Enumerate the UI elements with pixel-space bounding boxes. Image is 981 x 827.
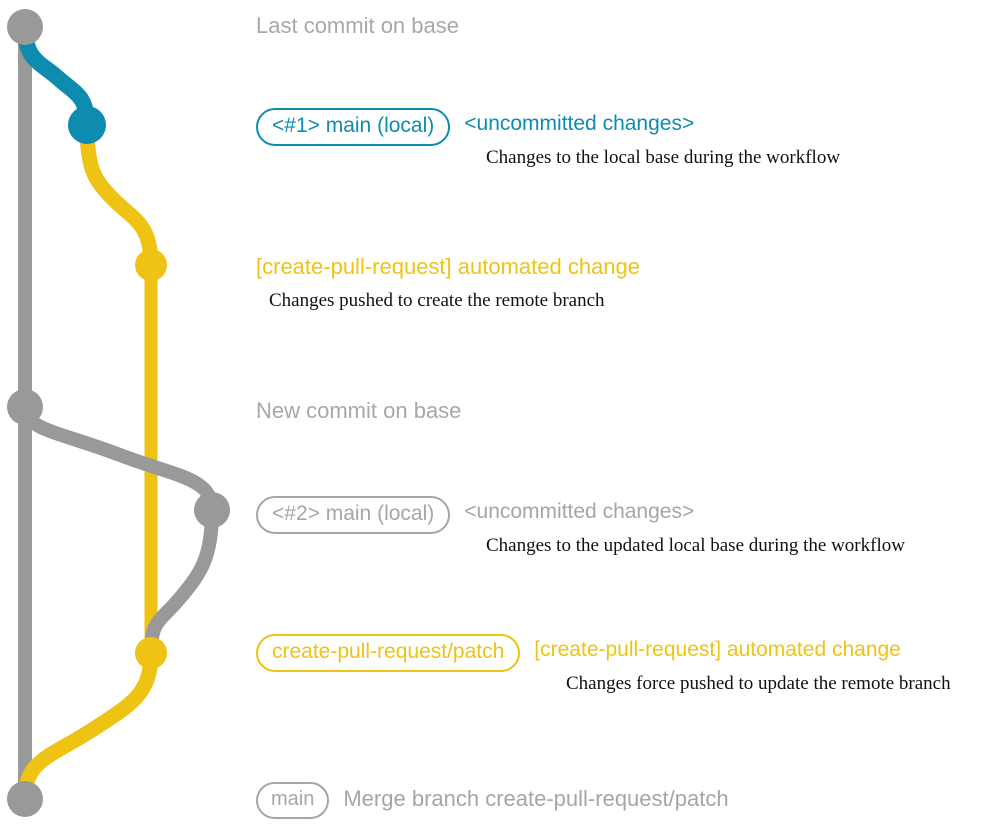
commit-node-merge[interactable] [7, 781, 43, 817]
local-branch-line-1 [17, 19, 95, 133]
label-new-commit-on-base: New commit on base [256, 398, 462, 423]
row-local-change-2: <#2> main (local) <uncommitted changes> [256, 496, 695, 535]
commit-subnote-local-1: Changes to the local base during the wor… [486, 147, 841, 168]
commit-node-patch-1[interactable] [135, 249, 167, 281]
branch-pill-main[interactable]: main [256, 782, 330, 819]
patch-merge-line [17, 645, 159, 807]
row-automated-change-2: create-pull-request/patch [create-pull-r… [256, 634, 901, 673]
commit-subnote-patch-2: Changes force pushed to update the remot… [566, 673, 951, 694]
local-branch-line-2 [18, 400, 219, 517]
commit-headline-local-2: <uncommitted changes> [464, 500, 695, 523]
commit-headline-local-1: <uncommitted changes> [464, 112, 695, 135]
commit-subnote-local-2: Changes to the updated local base during… [486, 535, 905, 556]
commit-node-base-2[interactable] [7, 389, 43, 425]
branch-pill-patch[interactable]: create-pull-request/patch [256, 634, 521, 673]
row-merge-commit: main Merge branch create-pull-request/pa… [256, 782, 729, 819]
label-last-commit-on-base: Last commit on base [256, 13, 459, 38]
commit-node-patch-2[interactable] [135, 637, 167, 669]
row-local-change-1: <#1> main (local) <uncommitted changes> [256, 108, 695, 147]
commit-headline-merge: Merge branch create-pull-request/patch [343, 786, 729, 811]
branch-pill-local-1[interactable]: <#1> main (local) [256, 108, 451, 147]
merge-into-patch-line [144, 503, 219, 660]
row-automated-change-1: [create-pull-request] automated change [256, 254, 640, 279]
commit-headline-patch-1: [create-pull-request] automated change [256, 254, 641, 279]
branch-pill-local-2[interactable]: <#2> main (local) [256, 496, 451, 535]
commit-node-local-1[interactable] [68, 106, 106, 144]
patch-branch-line-1 [79, 117, 159, 273]
commit-subnote-patch-1: Changes pushed to create the remote bran… [269, 290, 605, 311]
commit-headline-patch-2: [create-pull-request] automated change [534, 638, 901, 661]
commit-node-local-2[interactable] [194, 492, 230, 528]
commit-node-base-1[interactable] [7, 9, 43, 45]
